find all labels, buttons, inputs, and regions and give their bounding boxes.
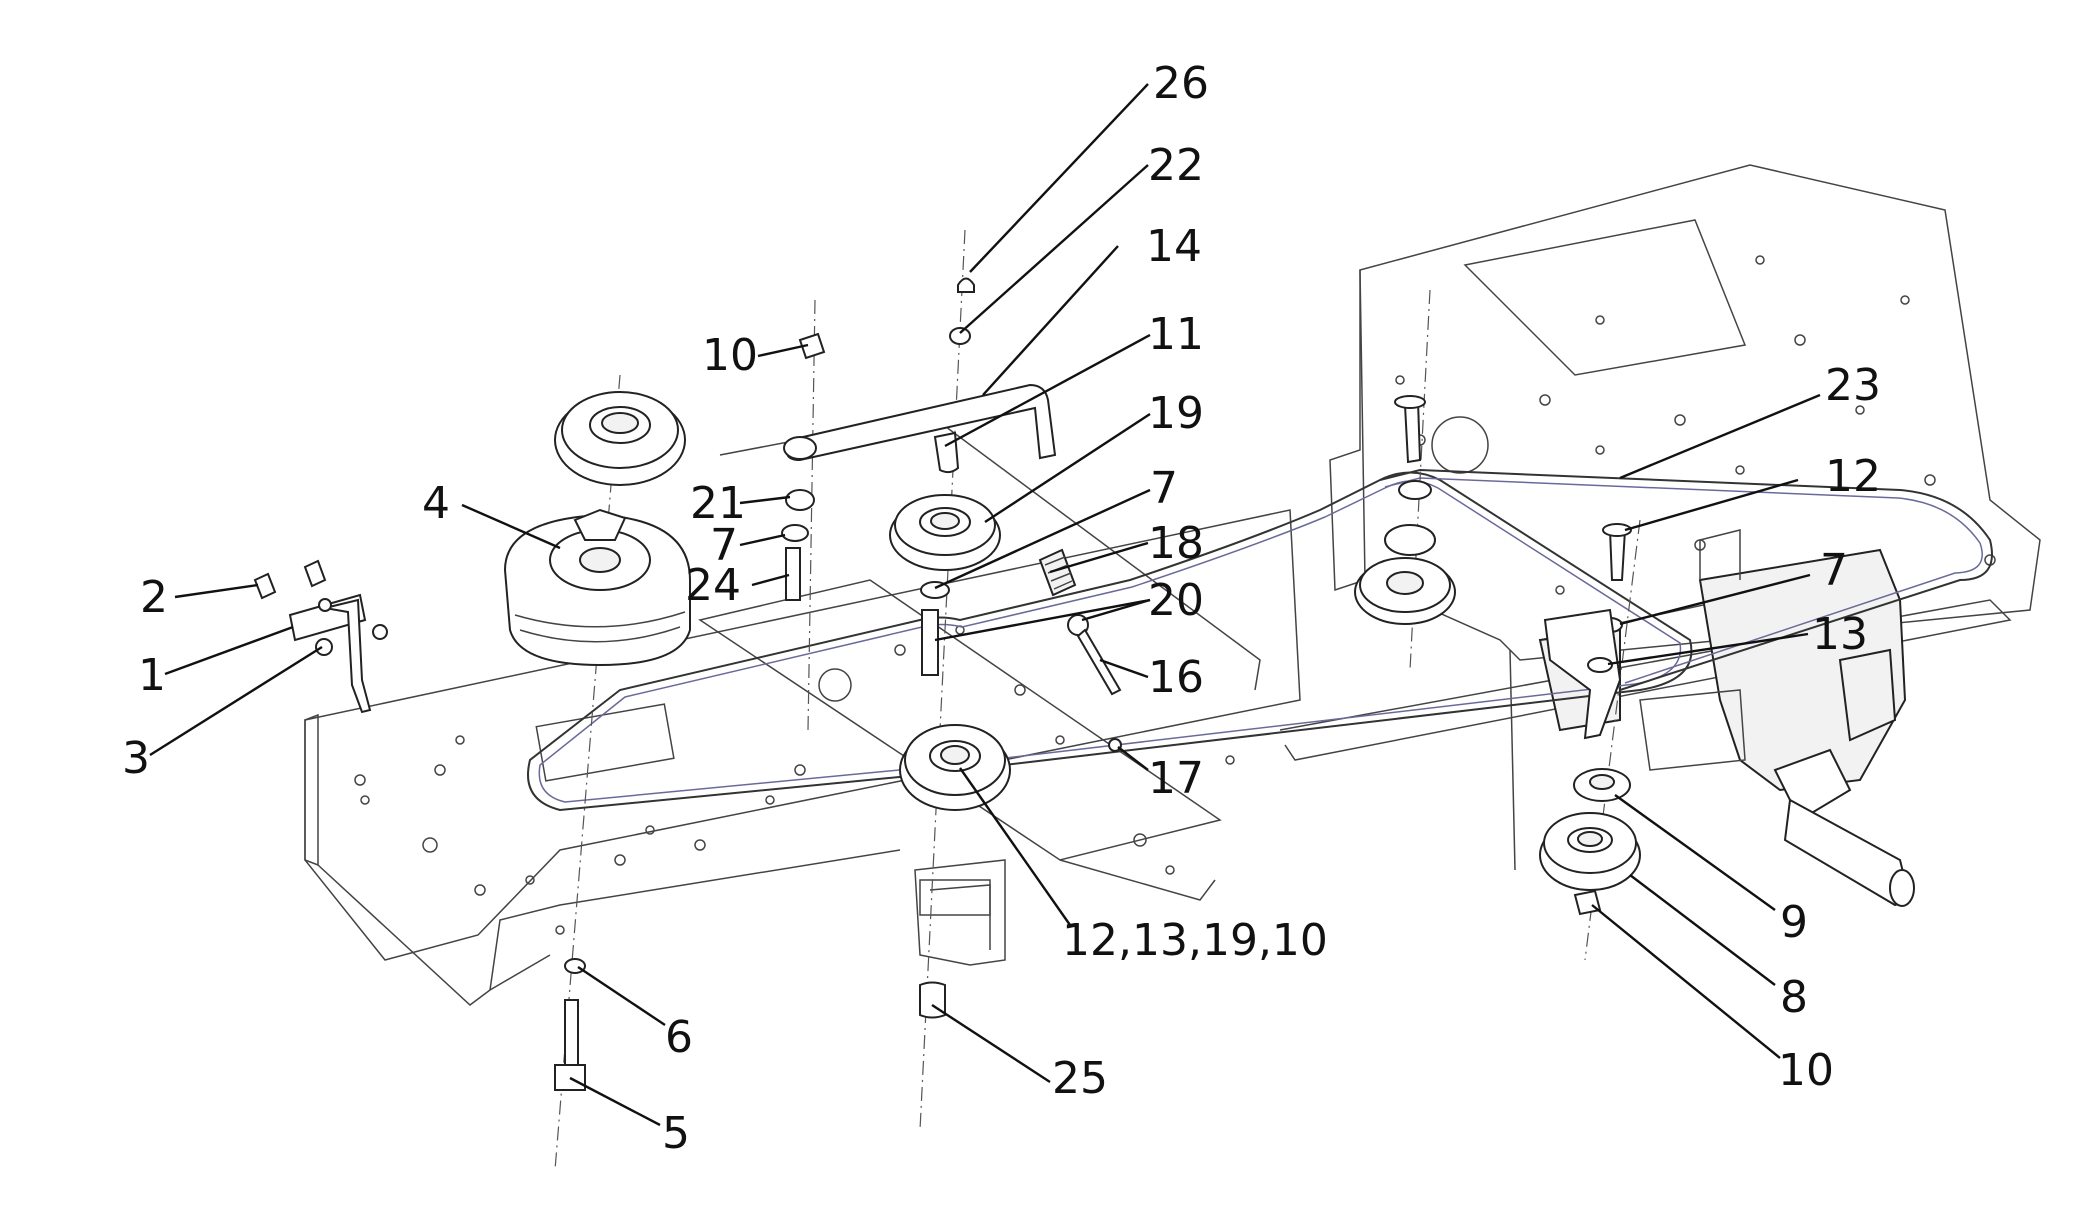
drive-belt	[527, 468, 1993, 812]
bolt-12	[1608, 529, 1627, 581]
pin-16	[1067, 614, 1122, 696]
idler-pulley-19	[889, 494, 1001, 571]
bolt-20	[921, 609, 939, 676]
callout-7-left: 7	[710, 520, 738, 571]
callout-2: 2	[140, 572, 168, 623]
callout-1: 1	[138, 650, 166, 701]
callout-25: 25	[1052, 1053, 1108, 1104]
callout-26: 26	[1153, 58, 1209, 109]
callout-24: 24	[685, 560, 741, 611]
nut-10-top	[798, 332, 826, 360]
callout-13: 13	[1812, 609, 1868, 660]
electric-clutch	[503, 508, 691, 667]
callout-12-right: 12	[1825, 451, 1881, 502]
pulley-8	[1539, 812, 1641, 891]
nut-3	[315, 638, 333, 656]
bolt-24	[785, 547, 801, 601]
callout-11: 11	[1148, 309, 1204, 360]
bolts-2	[253, 559, 327, 600]
callout-3: 3	[122, 733, 150, 784]
callout-8: 8	[1780, 972, 1808, 1023]
parts	[253, 277, 1641, 1091]
callout-5: 5	[662, 1108, 690, 1159]
cap-26	[957, 277, 975, 293]
washer-7a	[781, 524, 809, 542]
callout-16: 16	[1148, 652, 1204, 703]
spacer-21	[785, 489, 815, 511]
callout-19: 19	[1148, 388, 1204, 439]
bracket-13	[1543, 608, 1622, 740]
callout-21: 21	[690, 478, 746, 529]
callout-7-right: 7	[1820, 545, 1848, 596]
callout-20: 20	[1148, 575, 1204, 626]
callout-22: 22	[1148, 140, 1204, 191]
callout-7-center: 7	[1150, 463, 1178, 514]
bracket-13-hole	[1587, 657, 1613, 673]
clutch-bracket	[288, 593, 388, 714]
callout-labels: 26 22 14 11 19 7 18 20 16 17 10 21 7 24 …	[122, 58, 1881, 1159]
leader-lines	[149, 83, 1821, 1127]
cup-9-hole	[1589, 774, 1615, 790]
callout-10-top: 10	[702, 330, 758, 381]
right-idler-pulley	[1354, 395, 1456, 625]
lower-idler-pulley	[899, 724, 1011, 811]
bolt-12-head	[1602, 523, 1632, 537]
callout-6: 6	[665, 1012, 693, 1063]
callout-23: 23	[1825, 360, 1881, 411]
callout-18: 18	[1148, 518, 1204, 569]
callout-10-bottom: 10	[1778, 1045, 1834, 1096]
bushing-11	[933, 431, 960, 474]
bolt-5	[554, 999, 586, 1091]
nut-10-bottom	[1573, 889, 1602, 916]
callout-4: 4	[422, 478, 450, 529]
callout-14: 14	[1146, 221, 1202, 272]
idler-arm	[783, 383, 1057, 462]
callout-17: 17	[1148, 753, 1204, 804]
top-pulley	[554, 391, 686, 486]
nut-22	[949, 327, 971, 345]
callout-12-13-19-10: 12,13,19,10	[1062, 915, 1328, 966]
callout-9: 9	[1780, 897, 1808, 948]
